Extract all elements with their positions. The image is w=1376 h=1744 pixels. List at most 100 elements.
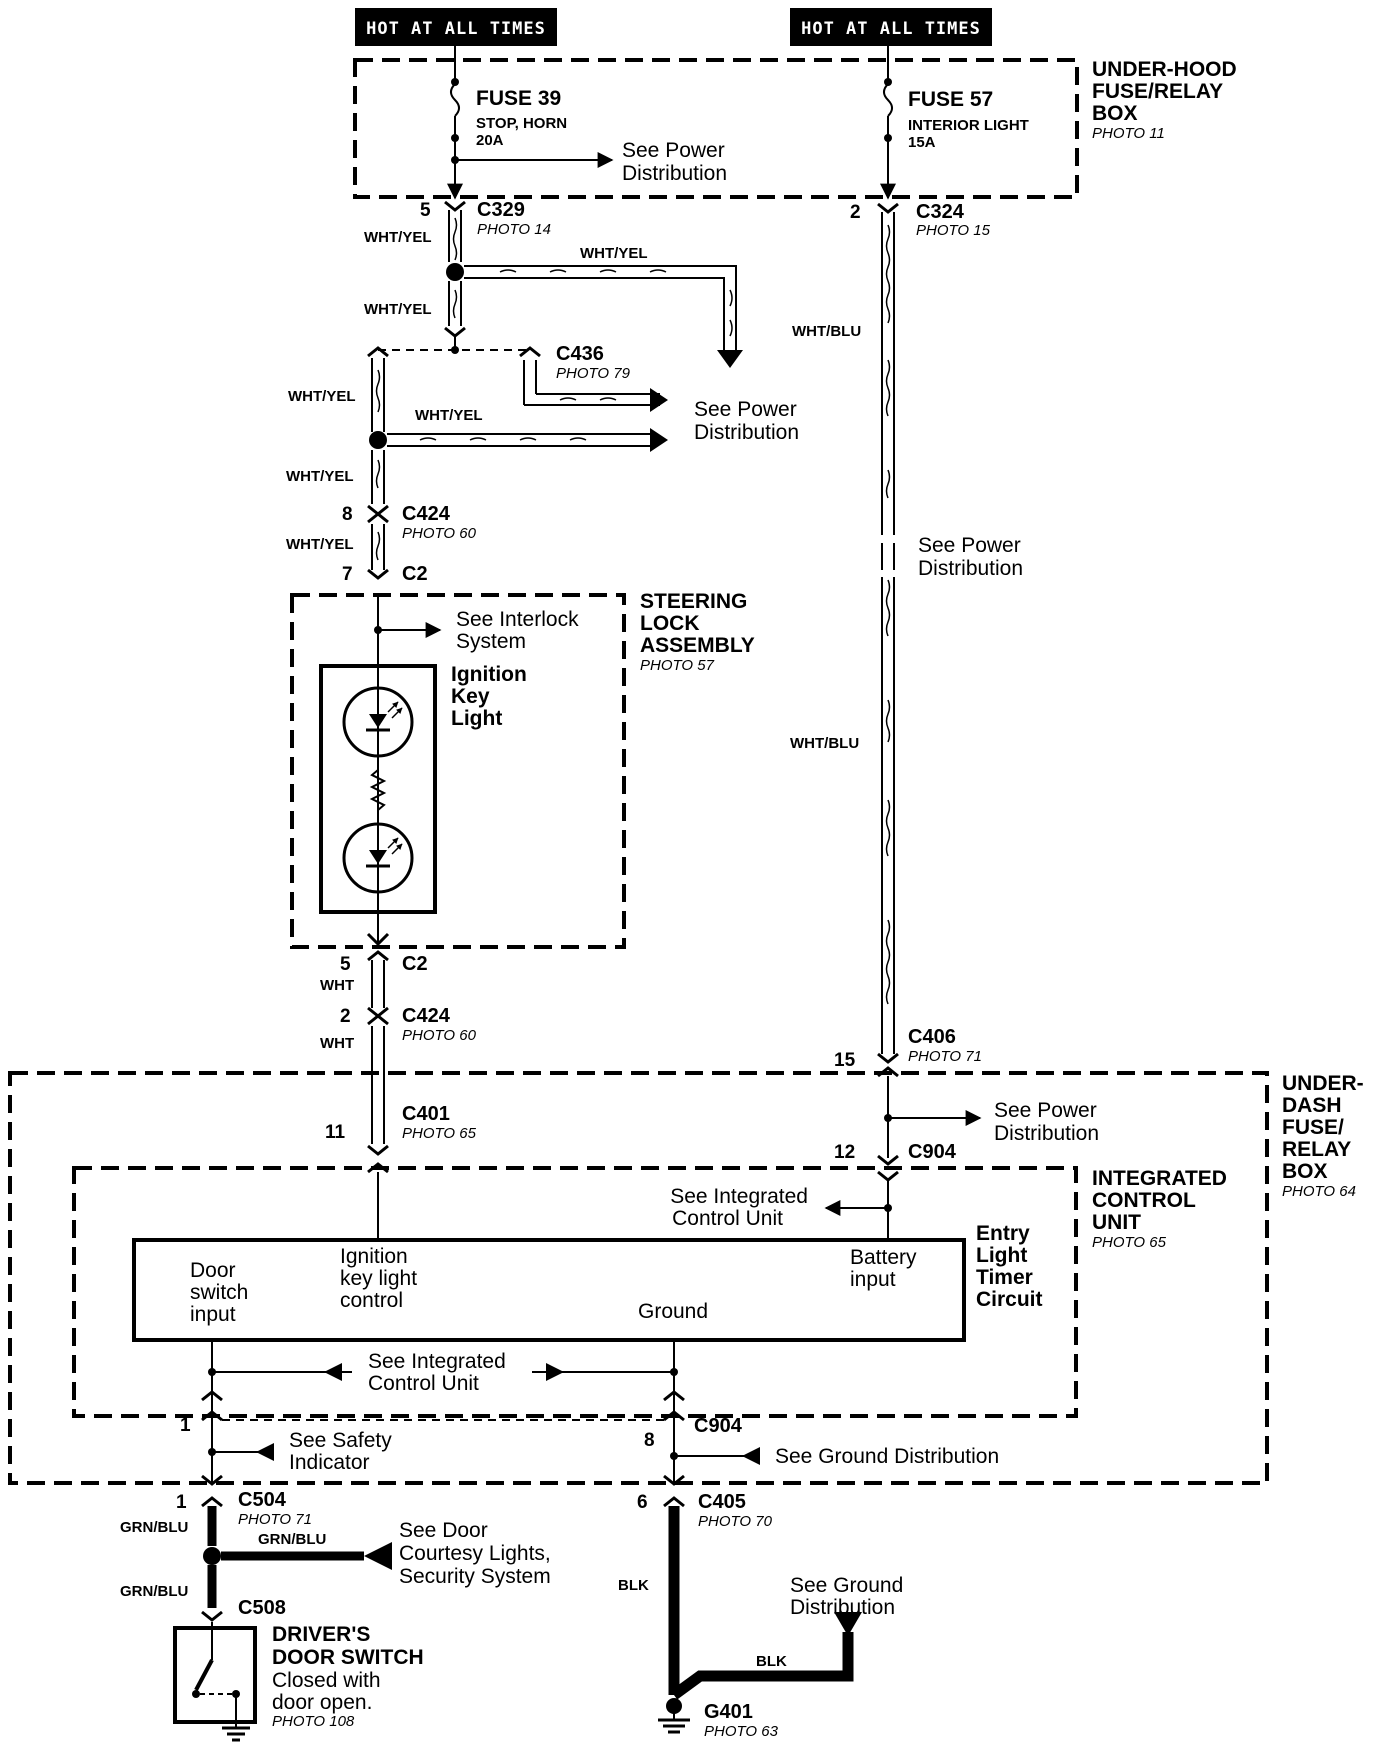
connector-c508: C508 [201,1597,286,1622]
svg-text:Control Unit: Control Unit [672,1207,783,1230]
svg-text:WHT/YEL: WHT/YEL [580,245,648,262]
svg-text:12: 12 [834,1142,855,1163]
svg-text:See Power: See Power [918,534,1021,557]
svg-text:C2: C2 [402,953,428,975]
connector-c2-bottom: 5 C2 [340,950,428,975]
svg-text:UNDER-HOOD: UNDER-HOOD [1092,58,1237,81]
svg-text:1: 1 [180,1415,191,1436]
svg-text:BOX: BOX [1092,102,1138,125]
wire-label-blk-1: BLK [618,1577,649,1594]
svg-text:PHOTO 79: PHOTO 79 [556,365,631,382]
svg-text:INTEGRATED: INTEGRATED [1092,1167,1227,1190]
connector-c405: 6 C405 PHOTO 70 [637,1491,773,1530]
connector-c406: C406 PHOTO 71 15 [834,1026,982,1078]
svg-text:PHOTO 14: PHOTO 14 [477,221,551,238]
see-power-dist-4: See Power Distribution [994,1099,1099,1145]
entry-light-timer-circuit [132,1238,966,1342]
svg-text:C324: C324 [916,201,965,223]
resistor [369,769,387,811]
svg-text:1: 1 [176,1492,187,1513]
wire-label-wht-blu-2: WHT/BLU [790,735,859,752]
steering-lock-assembly-label: STEERING LOCK ASSEMBLY PHOTO 57 [640,590,755,674]
see-door-courtesy: See Door Courtesy Lights, Security Syste… [399,1519,551,1588]
fuse-39: FUSE 39 STOP, HORN 20A [447,46,567,200]
integrated-control-unit-label: INTEGRATED CONTROL UNIT PHOTO 65 [1092,1167,1227,1251]
connector-c424-bottom: 2 C424 PHOTO 60 [340,1005,477,1044]
svg-text:System: System [456,630,526,653]
svg-text:input: input [190,1303,236,1326]
svg-text:switch: switch [190,1281,248,1304]
connector-c436: C436 PHOTO 79 [367,336,668,412]
svg-text:Ignition: Ignition [451,663,527,686]
steering-bottom-arrow [366,932,390,947]
svg-text:LOCK: LOCK [640,612,700,635]
svg-text:Courtesy Lights,: Courtesy Lights, [399,1542,551,1565]
wire-label-grn-blu-2: GRN/BLU [120,1583,188,1600]
see-ground-distribution: See Ground Distribution [775,1445,999,1468]
svg-text:ASSEMBLY: ASSEMBLY [640,634,755,657]
svg-text:Light: Light [451,707,502,730]
svg-text:7: 7 [342,564,353,585]
svg-text:Timer: Timer [976,1266,1033,1289]
svg-text:DASH: DASH [1282,1094,1342,1117]
svg-text:PHOTO 108: PHOTO 108 [272,1713,355,1730]
svg-text:Entry: Entry [976,1222,1030,1245]
svg-text:Door: Door [190,1259,236,1282]
svg-text:C401: C401 [402,1103,450,1125]
ignition-key-light-label: Ignition Key Light [451,663,527,730]
see-power-dist-1: See Power Distribution [622,139,727,185]
under-hood-fuse-box-outline [353,58,1079,199]
hot-at-all-times-left: HOT AT ALL TIMES [355,8,557,46]
svg-text:C329: C329 [477,199,525,221]
circuit-door-switch-input: Door switch input [190,1259,248,1326]
svg-text:C2: C2 [402,563,428,585]
wire-label-wht-yel-2: WHT/YEL [364,301,432,318]
svg-text:PHOTO 60: PHOTO 60 [402,1027,477,1044]
svg-text:PHOTO 11: PHOTO 11 [1092,125,1165,142]
svg-text:DRIVER'S: DRIVER'S [272,1623,370,1646]
ignition-key-light-bulb-1 [342,686,414,758]
connector-c424-top: 8 C424 PHOTO 60 [342,503,477,542]
svg-text:input: input [850,1268,896,1291]
svg-text:CONTROL: CONTROL [1092,1189,1196,1212]
wire-label-grn-blu-branch: GRN/BLU [258,1531,326,1548]
svg-text:FUSE/: FUSE/ [1282,1116,1344,1139]
svg-text:HOT AT ALL TIMES: HOT AT ALL TIMES [801,19,981,39]
svg-text:STEERING: STEERING [640,590,747,613]
drivers-door-switch [173,1622,257,1742]
circuit-title: Entry Light Timer Circuit [976,1222,1043,1311]
wire-wht-blu-twist [885,224,891,1005]
svg-text:See Safety: See Safety [289,1429,392,1452]
circuit-ground: Ground [638,1300,708,1323]
svg-text:BOX: BOX [1282,1160,1328,1183]
connector-c329: 5 C329 PHOTO 14 [420,199,551,238]
svg-text:PHOTO 15: PHOTO 15 [916,222,991,239]
svg-text:Key: Key [451,685,490,708]
svg-text:FUSE/RELAY: FUSE/RELAY [1092,80,1223,103]
svg-text:15A: 15A [908,134,936,151]
svg-text:PHOTO 64: PHOTO 64 [1282,1183,1356,1200]
svg-text:11: 11 [325,1122,346,1143]
wire-label-wht-yel-1: WHT/YEL [364,229,432,246]
svg-text:Distribution: Distribution [622,162,727,185]
svg-text:6: 6 [637,1492,648,1513]
svg-text:Distribution: Distribution [694,421,799,444]
circuit-battery-input: Battery input [850,1246,917,1291]
svg-text:FUSE 57: FUSE 57 [908,88,993,111]
svg-text:C424: C424 [402,503,451,525]
see-power-dist-3: See Power Distribution [918,534,1023,580]
svg-text:2: 2 [850,202,861,223]
svg-text:See Ground: See Ground [790,1574,903,1597]
wire-blk-2 [670,1632,854,1700]
svg-text:Light: Light [976,1244,1027,1267]
svg-text:2: 2 [340,1006,351,1027]
wire-label-wht-blu-1: WHT/BLU [792,323,861,340]
svg-text:key light: key light [340,1267,417,1290]
svg-text:5: 5 [340,954,351,975]
svg-text:door open.: door open. [272,1691,372,1714]
svg-text:PHOTO 71: PHOTO 71 [908,1048,982,1065]
svg-text:UNDER-: UNDER- [1282,1072,1364,1095]
svg-text:See Power: See Power [622,139,725,162]
svg-text:C406: C406 [908,1026,956,1048]
splice-2 [369,431,387,449]
